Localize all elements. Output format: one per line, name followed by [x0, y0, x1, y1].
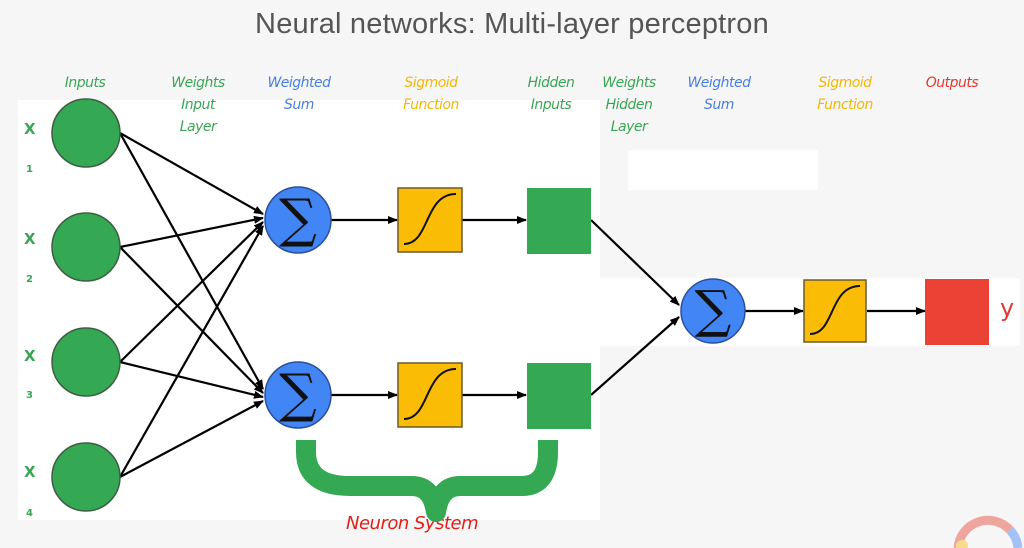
label-inputs: Inputs: [64, 75, 106, 91]
label-outputs: Outputs: [925, 75, 979, 91]
input-label-x3: X: [24, 347, 36, 365]
input-node-1: [51, 98, 121, 168]
label-weights-hidden-layer: Weights Hidden Layer: [602, 75, 656, 135]
output-sigmoid-box-sigmoid-curve-icon: [809, 285, 861, 335]
edge-input2-to-sum1: [119, 215, 264, 249]
logo-icon: [953, 515, 1023, 548]
output-sum-node: [680, 278, 746, 344]
edge-input3-to-sum1: [119, 221, 264, 363]
edge-hidden1-to-output-sum: [590, 219, 680, 306]
edge-input3-to-sum2: [119, 360, 264, 399]
output-label-y: y: [1000, 294, 1015, 322]
edge-hidden2-to-output-sum: [590, 316, 680, 396]
input-index-4: 4: [26, 508, 33, 519]
label-weighted-sum-2: Weighted Sum: [687, 75, 751, 113]
sigmoid-box-1: [397, 187, 463, 253]
input-node-3: [51, 327, 121, 397]
input-index-1: 1: [26, 164, 33, 175]
sigmoid-box-2-sigmoid-curve-icon: [403, 368, 457, 420]
sum-node-2: [264, 361, 332, 429]
page-title: Neural networks: Multi-layer perceptron: [255, 8, 769, 40]
sigmoid-box-2: [397, 362, 463, 428]
output-node: [925, 279, 989, 345]
input-node-2: [51, 212, 121, 282]
output-sum-node-sigma-icon: ∑: [695, 280, 732, 340]
edge-input1-to-sum1: [119, 132, 264, 215]
edge-input1-to-sum2: [119, 132, 264, 390]
neuron-system-label: Neuron System: [346, 513, 479, 534]
edge-input4-to-sum2: [119, 400, 264, 478]
label-weighted-sum-1: Weighted Sum: [267, 75, 331, 113]
output-sigmoid-box: [803, 279, 867, 343]
edge-input2-to-sum2: [119, 246, 264, 394]
sum-node-1-sigma-icon: ∑: [279, 189, 317, 250]
label-weights-input-layer: Weights Input Layer: [171, 75, 225, 135]
sum-node-1: [264, 186, 332, 254]
input-label-x1: X: [24, 120, 36, 138]
input-label-x4: X: [24, 463, 36, 481]
hidden-node-1: [527, 188, 591, 254]
diagram-background-right-top: [628, 150, 818, 190]
edge-input4-to-sum1: [119, 225, 264, 478]
label-hidden-inputs: Hidden Inputs: [527, 75, 575, 113]
network-nodes: ∑ ∑ ∑: [51, 98, 989, 512]
neuron-system-brace: [296, 440, 558, 522]
sigmoid-box-1-sigmoid-curve-icon: [403, 193, 457, 245]
label-sigmoid-function-1: Sigmoid Function: [403, 75, 459, 113]
hidden-node-2: [527, 363, 591, 429]
label-sigmoid-function-2: Sigmoid Function: [817, 75, 873, 113]
connection-edges: [119, 132, 926, 478]
input-label-x2: X: [24, 230, 36, 248]
sum-node-2-sigma-icon: ∑: [279, 364, 317, 425]
input-node-4: [51, 442, 121, 512]
input-index-2: 2: [26, 274, 33, 285]
input-index-3: 3: [26, 390, 33, 401]
